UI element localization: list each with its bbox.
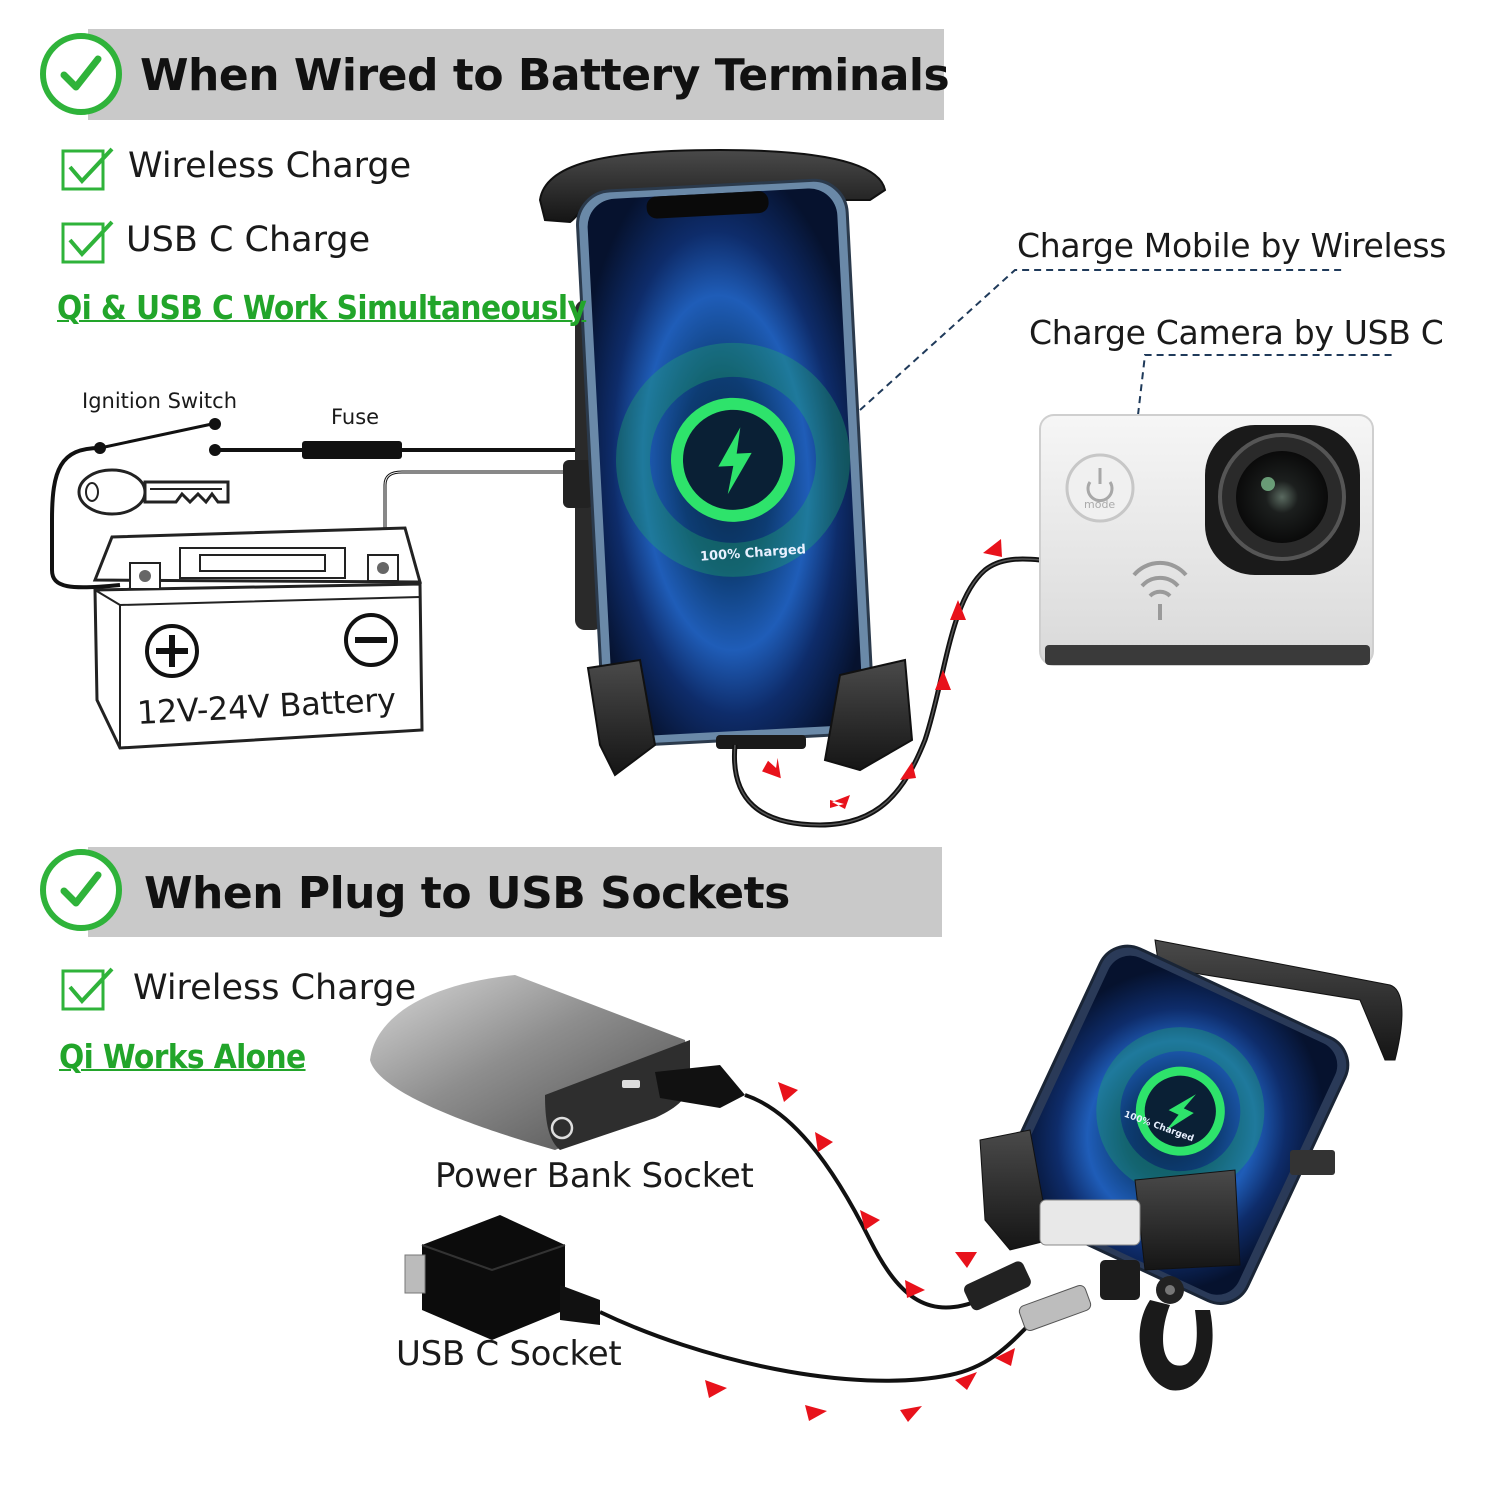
key-icon xyxy=(77,468,230,516)
note-qi-alone: Qi Works Alone xyxy=(59,1037,306,1076)
callout-charge-camera-usb-c: Charge Camera by USB C xyxy=(1029,313,1444,352)
minus-icon xyxy=(344,613,398,667)
red-flow-arrows-bottom xyxy=(705,1082,1015,1422)
section-title-wired: When Wired to Battery Terminals xyxy=(140,50,950,101)
check-circle-icon xyxy=(40,849,122,931)
usb-c-adapter xyxy=(404,1215,600,1340)
checkbox-check-icon xyxy=(61,220,114,264)
ignition-switch-label: Ignition Switch xyxy=(82,389,237,413)
plus-icon xyxy=(145,624,199,678)
feature-usb-c-charge: USB C Charge xyxy=(126,220,371,260)
section-banner-wired xyxy=(88,29,944,120)
phone-holder-top xyxy=(538,148,914,777)
usb-c-socket-label: USB C Socket xyxy=(396,1334,622,1374)
callout-charge-mobile-wireless: Charge Mobile by Wireless xyxy=(1017,226,1447,265)
feature-wireless-charge: Wireless Charge xyxy=(128,146,412,186)
section-banner-usb xyxy=(88,847,942,937)
section-title-usb: When Plug to USB Sockets xyxy=(144,868,790,919)
feature-wireless-charge-usb: Wireless Charge xyxy=(133,968,417,1008)
action-camera xyxy=(1039,414,1374,666)
wifi-icon xyxy=(1132,560,1188,620)
battery-drawing xyxy=(92,526,424,750)
note-simultaneous: Qi & USB C Work Simultaneously xyxy=(57,288,587,327)
power-icon xyxy=(1086,468,1114,503)
lightning-bolt-icon xyxy=(718,427,752,495)
checkbox-check-icon xyxy=(61,967,114,1011)
red-flow-arrows-top xyxy=(762,539,1002,809)
fuse-label: Fuse xyxy=(331,405,380,429)
checkbox-check-icon xyxy=(61,147,114,191)
power-bank-socket-label: Power Bank Socket xyxy=(435,1156,754,1196)
camera-mode-label: mode xyxy=(1084,498,1116,511)
phone-holder-bottom xyxy=(979,939,1403,1391)
fuse-shape xyxy=(302,441,402,459)
check-circle-icon xyxy=(40,33,122,115)
power-bank xyxy=(370,975,745,1150)
